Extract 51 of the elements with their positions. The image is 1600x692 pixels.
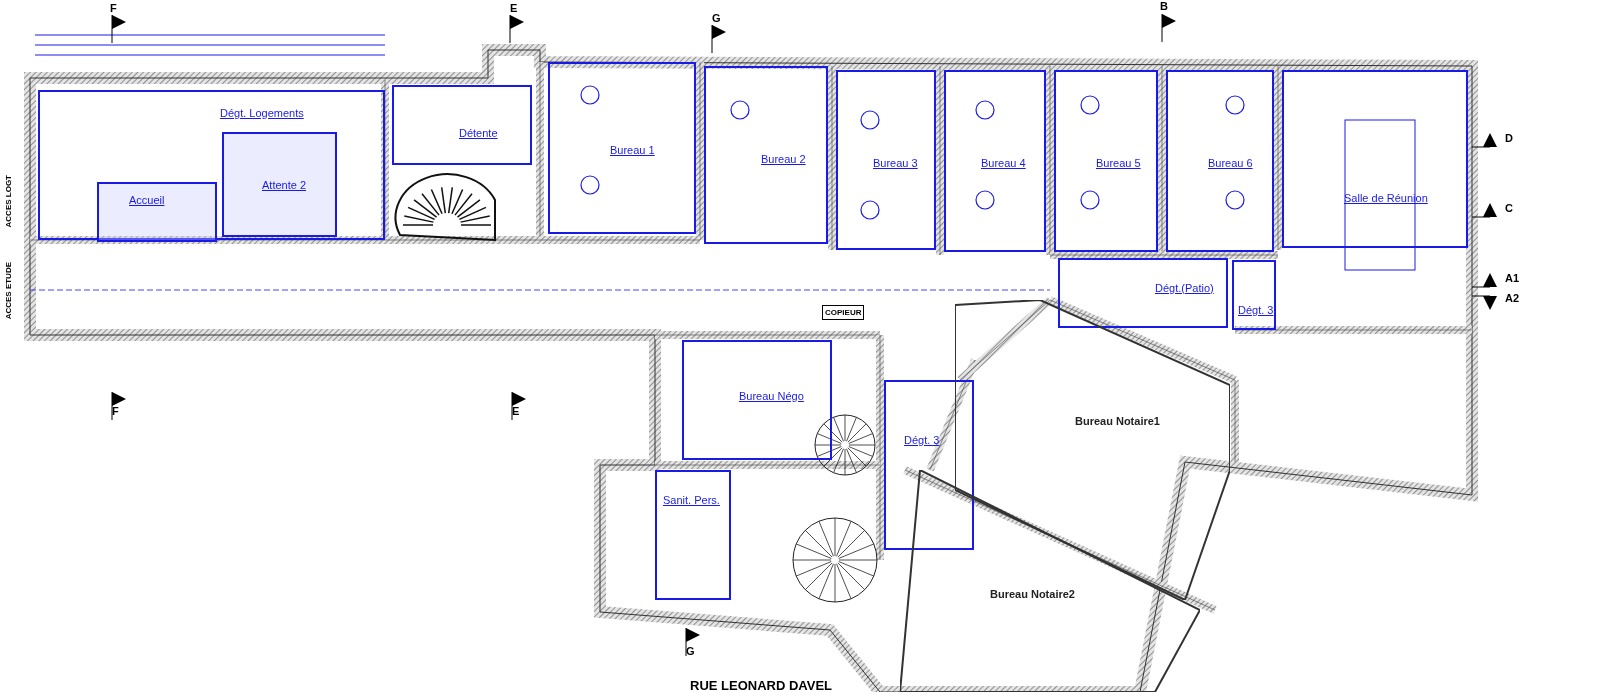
section-letter: E [510, 2, 518, 14]
section-letter: G [686, 645, 695, 657]
room [944, 70, 1046, 252]
room [836, 70, 936, 250]
room-name: Accueil [129, 194, 165, 206]
room [884, 380, 974, 550]
room-name: Dégt. Logements [220, 107, 304, 119]
section-letter: E [512, 405, 520, 417]
room [704, 66, 828, 244]
section-letter: C [1505, 202, 1513, 214]
section-letter: F [110, 2, 117, 14]
room-name: Bureau 2 [761, 153, 806, 165]
street-name: RUE LEONARD DAVEL [690, 678, 833, 692]
entrance-label: ACCES LOGT [4, 175, 13, 228]
section-letter: B [1160, 0, 1168, 12]
room [97, 182, 217, 242]
section-letter: D [1505, 132, 1513, 144]
room-name: Bureau 3 [873, 157, 918, 169]
room [1166, 70, 1274, 252]
room-name: Dégt. 3 [904, 434, 940, 446]
room-name: Sanit. Pers. [663, 494, 720, 506]
room-name: Bureau Notaire1 [1075, 415, 1160, 427]
room-name: Détente [459, 127, 498, 139]
office-room [955, 300, 1230, 600]
room-name: Bureau Négo [739, 390, 804, 402]
room-name: Bureau 4 [981, 157, 1026, 169]
room-name: Bureau Notaire2 [990, 588, 1075, 600]
room [222, 132, 337, 237]
room-name: Bureau 5 [1096, 157, 1141, 169]
room [38, 90, 385, 240]
room [1232, 260, 1276, 330]
room [1058, 258, 1228, 328]
room-name: Dégt.(Patio) [1155, 282, 1214, 294]
room-name: Attente 2 [262, 179, 307, 191]
section-letter: F [112, 405, 119, 417]
room [548, 62, 696, 234]
room [1054, 70, 1158, 252]
office-room [900, 470, 1200, 692]
room-name: Bureau 6 [1208, 157, 1253, 169]
room-name: Bureau 1 [610, 144, 655, 156]
room [1282, 70, 1468, 248]
room [655, 470, 731, 600]
section-letter: A1 [1505, 272, 1520, 284]
copier-label: COPIEUR [822, 305, 865, 320]
room-name: Salle de Réunion [1344, 192, 1428, 204]
room [392, 85, 532, 165]
section-letter: A2 [1505, 292, 1520, 304]
room [682, 340, 832, 460]
section-letter: G [712, 12, 721, 24]
room-name: Dégt. 3 [1238, 304, 1274, 316]
entrance-label: ACCES ETUDE [4, 262, 13, 320]
